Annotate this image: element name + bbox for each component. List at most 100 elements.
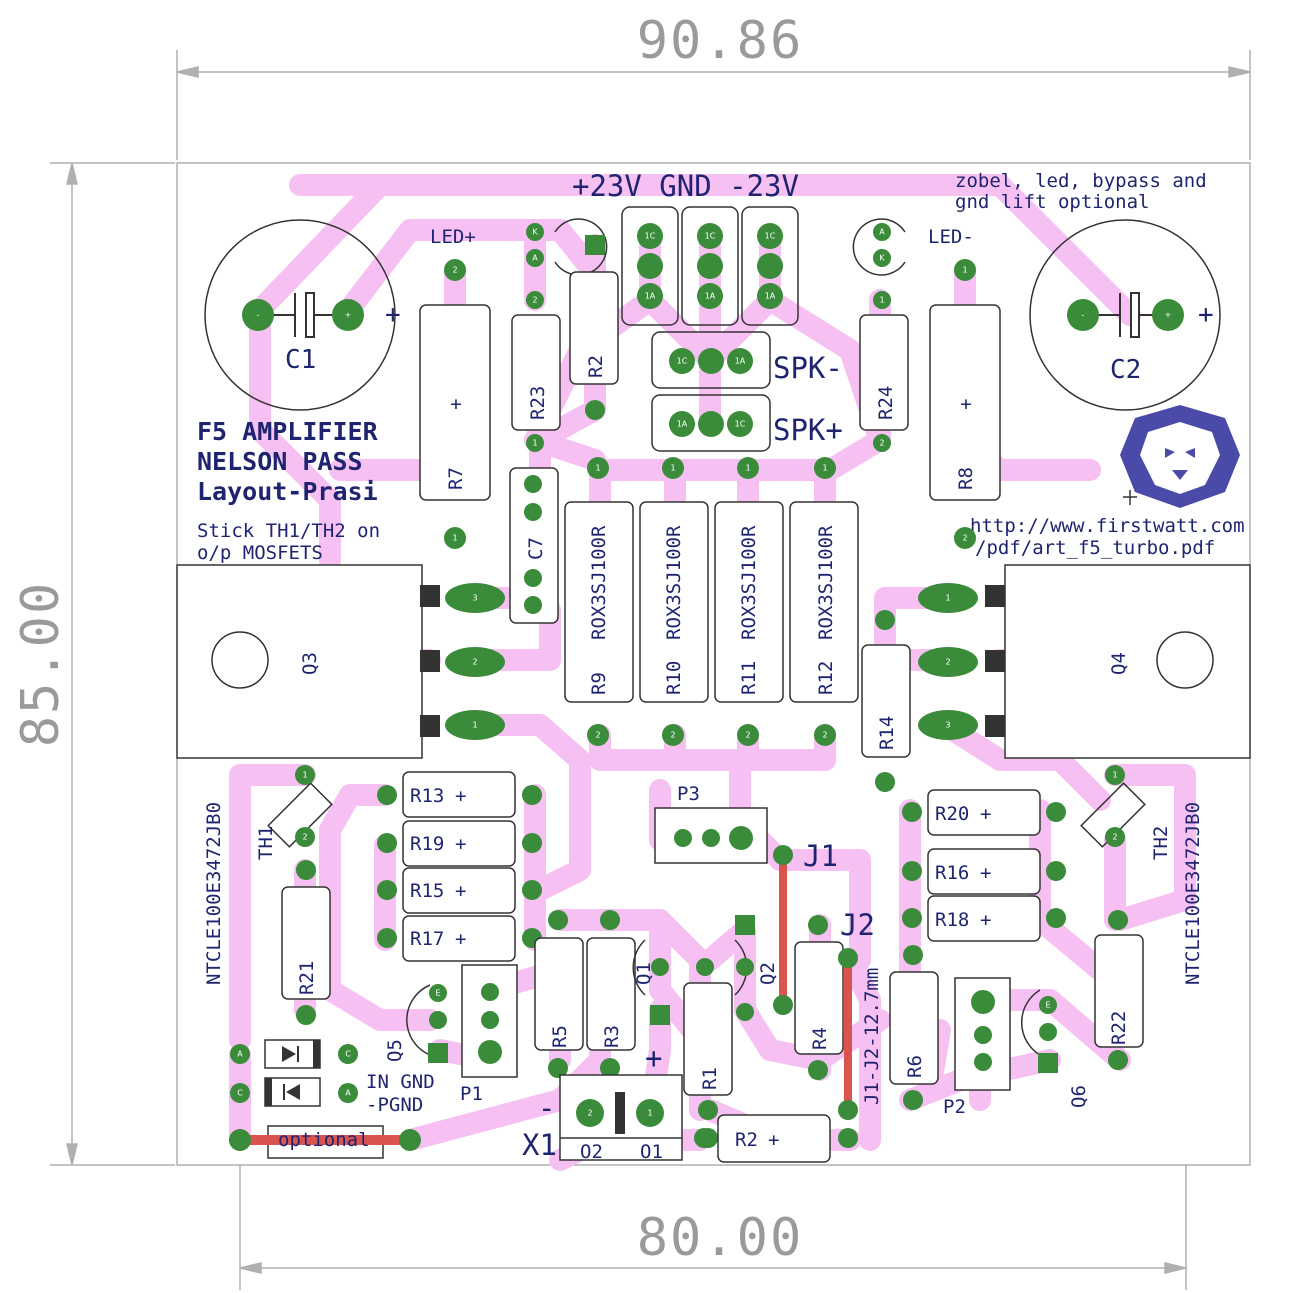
capacitor-c7: C7 xyxy=(509,467,559,624)
resistor-r5: R5 xyxy=(534,910,584,1078)
r2-top-label: R2 xyxy=(585,355,607,378)
dimension-left xyxy=(50,162,175,1166)
svg-text:A: A xyxy=(879,228,885,237)
svg-text:+: + xyxy=(455,833,466,855)
note-optional-1: zobel, led, bypass and xyxy=(955,170,1207,192)
svg-text:1: 1 xyxy=(302,771,307,780)
svg-text:1C: 1C xyxy=(765,232,776,241)
p3-label: P3 xyxy=(677,783,700,805)
svg-text:2: 2 xyxy=(962,534,967,543)
svg-text:+: + xyxy=(455,880,466,902)
svg-text:A: A xyxy=(532,254,538,263)
x1-label: X1 xyxy=(522,1128,557,1162)
r2-bottom-label: R2 xyxy=(735,1129,758,1151)
r18-label: R18 xyxy=(935,909,969,931)
svg-text:1: 1 xyxy=(647,1109,652,1118)
r10-label: R10 xyxy=(663,661,685,695)
svg-text:+: + xyxy=(980,803,991,825)
transistor-q2: Q2 xyxy=(734,915,779,1021)
svg-text:2: 2 xyxy=(472,658,477,667)
in-gnd-label-1: IN GND xyxy=(366,1071,435,1093)
r14-label: R14 xyxy=(876,716,898,750)
led-minus: A K LED- xyxy=(852,218,974,276)
svg-text:+: + xyxy=(980,862,991,884)
r17-label: R17 xyxy=(410,928,444,950)
p1-label: P1 xyxy=(460,1083,483,1105)
r12-label: R12 xyxy=(815,661,837,695)
svg-text:2: 2 xyxy=(587,1109,592,1118)
transistor-q5: E Q5 xyxy=(384,984,448,1063)
resistor-r18: R18 + xyxy=(902,895,1066,942)
resistor-r12: 1 2 ROX3SJ100R R12 xyxy=(789,457,859,746)
svg-text:1: 1 xyxy=(670,464,675,473)
c2-plus-marker: + xyxy=(1198,300,1214,330)
r20-label: R20 xyxy=(935,803,969,825)
lion-logo xyxy=(1120,405,1240,508)
resistor-r19: R19 + xyxy=(377,820,542,867)
q2-label: Q2 xyxy=(757,962,779,985)
resistor-r2-bottom: R2 + xyxy=(694,1114,858,1163)
url-line-2: /pdf/art_f5_turbo.pdf xyxy=(975,537,1215,559)
svg-text:+: + xyxy=(455,785,466,807)
r16-label: R16 xyxy=(935,862,969,884)
c1-label: C1 xyxy=(285,345,316,375)
x1-plus: + xyxy=(645,1041,662,1075)
svg-text:ROX3SJ100R: ROX3SJ100R xyxy=(815,525,837,640)
r7-label: R7 xyxy=(445,467,467,490)
r5-label: R5 xyxy=(549,1025,571,1048)
power-terminals: 1C 1A 1C 1A 1C 1A xyxy=(621,206,799,326)
svg-text:1: 1 xyxy=(532,439,537,448)
resistor-r10: 1 2 ROX3SJ100R R10 xyxy=(639,457,709,746)
capacitor-c2: - + + C2 xyxy=(1029,219,1221,411)
svg-text:2: 2 xyxy=(879,439,884,448)
svg-text:1C: 1C xyxy=(705,232,716,241)
dimension-width-label: 90.86 xyxy=(637,11,804,71)
r9-label: R9 xyxy=(588,672,610,695)
svg-text:2: 2 xyxy=(945,658,950,667)
thermistor-th2: 1 2 TH2 NTCLE100E3472JB0 xyxy=(1080,765,1204,985)
resistor-r15: R15 + xyxy=(377,867,542,914)
r8-label: R8 xyxy=(955,467,977,490)
dimension-bottom-label: 80.00 xyxy=(637,1208,804,1268)
r3-label: R3 xyxy=(601,1025,623,1048)
mosfet-q4: 1 2 3 Q4 xyxy=(918,564,1251,759)
r1-label: R1 xyxy=(699,1067,721,1090)
r21-label: R21 xyxy=(296,961,318,995)
svg-text:1: 1 xyxy=(1112,771,1117,780)
svg-text:+: + xyxy=(455,928,466,950)
svg-text:2: 2 xyxy=(302,833,307,842)
trimmer-p2: P2 xyxy=(943,977,1011,1118)
speaker-terminals: 1C 1A 1A 1C xyxy=(651,331,771,452)
svg-text:E: E xyxy=(435,989,440,998)
svg-text:1: 1 xyxy=(595,464,600,473)
svg-text:-: - xyxy=(257,311,260,320)
resistor-r1: R1 xyxy=(683,982,733,1148)
j2-label: J2 xyxy=(840,908,875,942)
j1-j2-spacing: J1-J2-12.7mm xyxy=(861,968,883,1105)
q3-label: Q3 xyxy=(299,652,321,675)
led-plus-label: LED+ xyxy=(430,226,476,248)
power-label: +23V GND -23V xyxy=(572,169,799,203)
svg-text:1A: 1A xyxy=(735,357,746,366)
j1-label: J1 xyxy=(803,839,838,873)
svg-text:+: + xyxy=(450,393,461,415)
note-stick-1: Stick TH1/TH2 on xyxy=(197,520,380,542)
resistor-r14: R14 xyxy=(861,610,911,792)
note-stick-2: o/p MOSFETS xyxy=(197,542,323,564)
svg-text:2: 2 xyxy=(595,731,600,740)
dimension-height-label: 85.00 xyxy=(11,581,71,748)
svg-text:1C: 1C xyxy=(677,357,688,366)
svg-text:E: E xyxy=(1045,1001,1050,1010)
svg-text:1A: 1A xyxy=(645,292,656,301)
resistor-r8: + 1 2 R8 xyxy=(929,259,1001,549)
svg-text:1A: 1A xyxy=(677,420,688,429)
resistor-r3: R3 xyxy=(586,910,636,1078)
svg-text:1: 1 xyxy=(452,534,457,543)
svg-text:1A: 1A xyxy=(705,292,716,301)
svg-text:3: 3 xyxy=(945,721,950,730)
svg-text:2: 2 xyxy=(452,266,457,275)
svg-text:1: 1 xyxy=(879,296,884,305)
dimension-top xyxy=(176,50,1251,160)
r4-label: R4 xyxy=(809,1027,831,1050)
